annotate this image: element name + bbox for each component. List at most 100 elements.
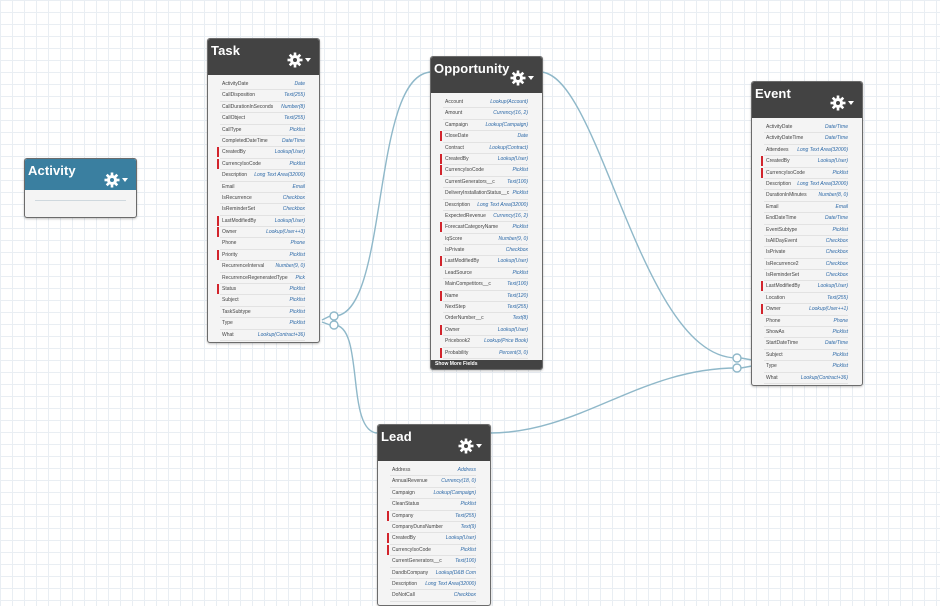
object-header[interactable]: Event <box>752 82 862 118</box>
chevron-down-icon[interactable] <box>122 178 128 182</box>
chevron-down-icon[interactable] <box>848 101 854 105</box>
field-row[interactable]: WhoLookup(Contact+1) <box>764 384 848 385</box>
gear-icon[interactable] <box>287 52 303 68</box>
gear-icon[interactable] <box>458 438 474 454</box>
show-more-fields-link[interactable]: Show More Fields <box>431 360 542 369</box>
field-row[interactable]: WhoLookup(Contact+1) <box>220 341 305 342</box>
object-header[interactable]: Opportunity <box>431 57 542 93</box>
object-header[interactable]: Activity <box>25 159 136 190</box>
gear-icon[interactable] <box>830 95 846 111</box>
chevron-down-icon[interactable] <box>305 58 311 62</box>
object-header[interactable]: Task <box>208 39 319 75</box>
gear-icon[interactable] <box>104 172 120 188</box>
object-header[interactable]: Lead <box>378 425 490 461</box>
chevron-down-icon[interactable] <box>476 444 482 448</box>
chevron-down-icon[interactable] <box>528 76 534 80</box>
object-card-activity[interactable]: Activity <box>24 158 137 218</box>
gear-icon[interactable] <box>510 70 526 86</box>
